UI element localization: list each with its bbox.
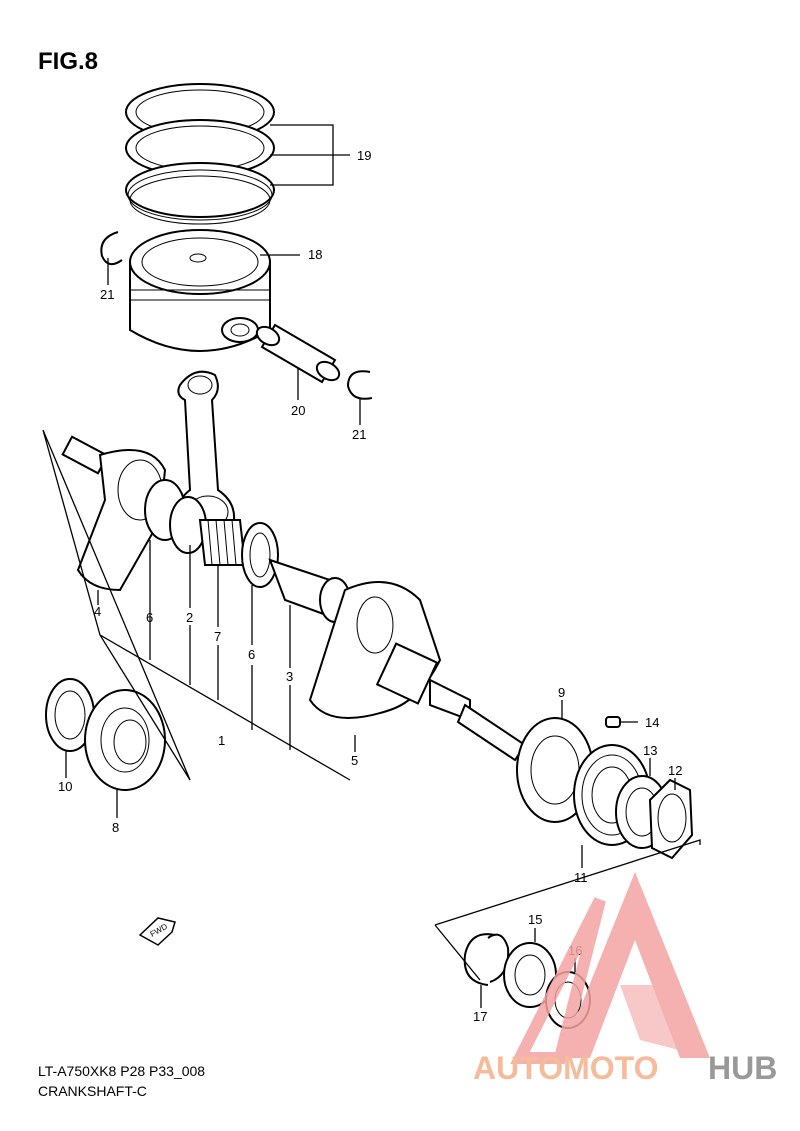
callout-13: 13	[643, 743, 657, 758]
crank-left	[61, 435, 207, 592]
leader-lines	[65, 124, 676, 1008]
callout-12: 12	[668, 763, 682, 778]
callout-4: 4	[94, 604, 101, 619]
assembly-bracket-lines	[42, 429, 701, 981]
callout-10: 10	[58, 779, 72, 794]
watermark-text-auto: AUTOMOTO	[473, 1050, 658, 1086]
footer-section-name: CRANKSHAFT-C	[38, 1083, 147, 1099]
callout-5: 5	[351, 753, 358, 768]
callout-2: 2	[186, 610, 193, 625]
oil-seal-left	[45, 678, 95, 752]
callout-19: 19	[357, 148, 371, 163]
nut	[648, 778, 694, 860]
circlip-right	[346, 370, 373, 400]
fwd-arrow-icon: FWD	[138, 917, 176, 946]
callout-3: 3	[286, 669, 293, 684]
callout-1: 1	[218, 733, 225, 748]
callout-20: 20	[291, 403, 305, 418]
callout-21-upper: 21	[100, 287, 114, 302]
crank-pin	[268, 558, 351, 623]
callout-21-right: 21	[352, 427, 366, 442]
piston-pin	[255, 323, 341, 384]
callout-6-right: 6	[248, 647, 255, 662]
figure-title: FIG.8	[38, 48, 99, 75]
footer-model-code: LT-A750XK8 P28 P33_008	[38, 1063, 206, 1079]
main-bearing-left	[84, 689, 166, 791]
callout-labels: 19 18 21 20 21 4 6 2 7 6 3 1 5 10 8 9 14…	[58, 148, 682, 1024]
thrust-washer	[241, 522, 279, 588]
circlip-lower	[463, 933, 510, 986]
callout-8: 8	[112, 820, 119, 835]
callout-6-left: 6	[146, 610, 153, 625]
piston	[129, 229, 271, 352]
watermark-logo: AUTOMOTO HUB	[473, 872, 777, 1086]
needle-bearing	[198, 519, 247, 566]
callout-14: 14	[645, 715, 659, 730]
callout-15: 15	[528, 912, 542, 927]
crank-right	[308, 581, 527, 762]
circlip-left	[100, 231, 123, 266]
piston-rings	[125, 83, 275, 225]
watermark-text-hub: HUB	[708, 1050, 777, 1086]
dowel-pin	[605, 716, 621, 728]
callout-17: 17	[473, 1009, 487, 1024]
callout-7: 7	[214, 629, 221, 644]
callout-18: 18	[308, 247, 322, 262]
callout-9: 9	[558, 685, 565, 700]
callout-11: 11	[574, 870, 588, 885]
